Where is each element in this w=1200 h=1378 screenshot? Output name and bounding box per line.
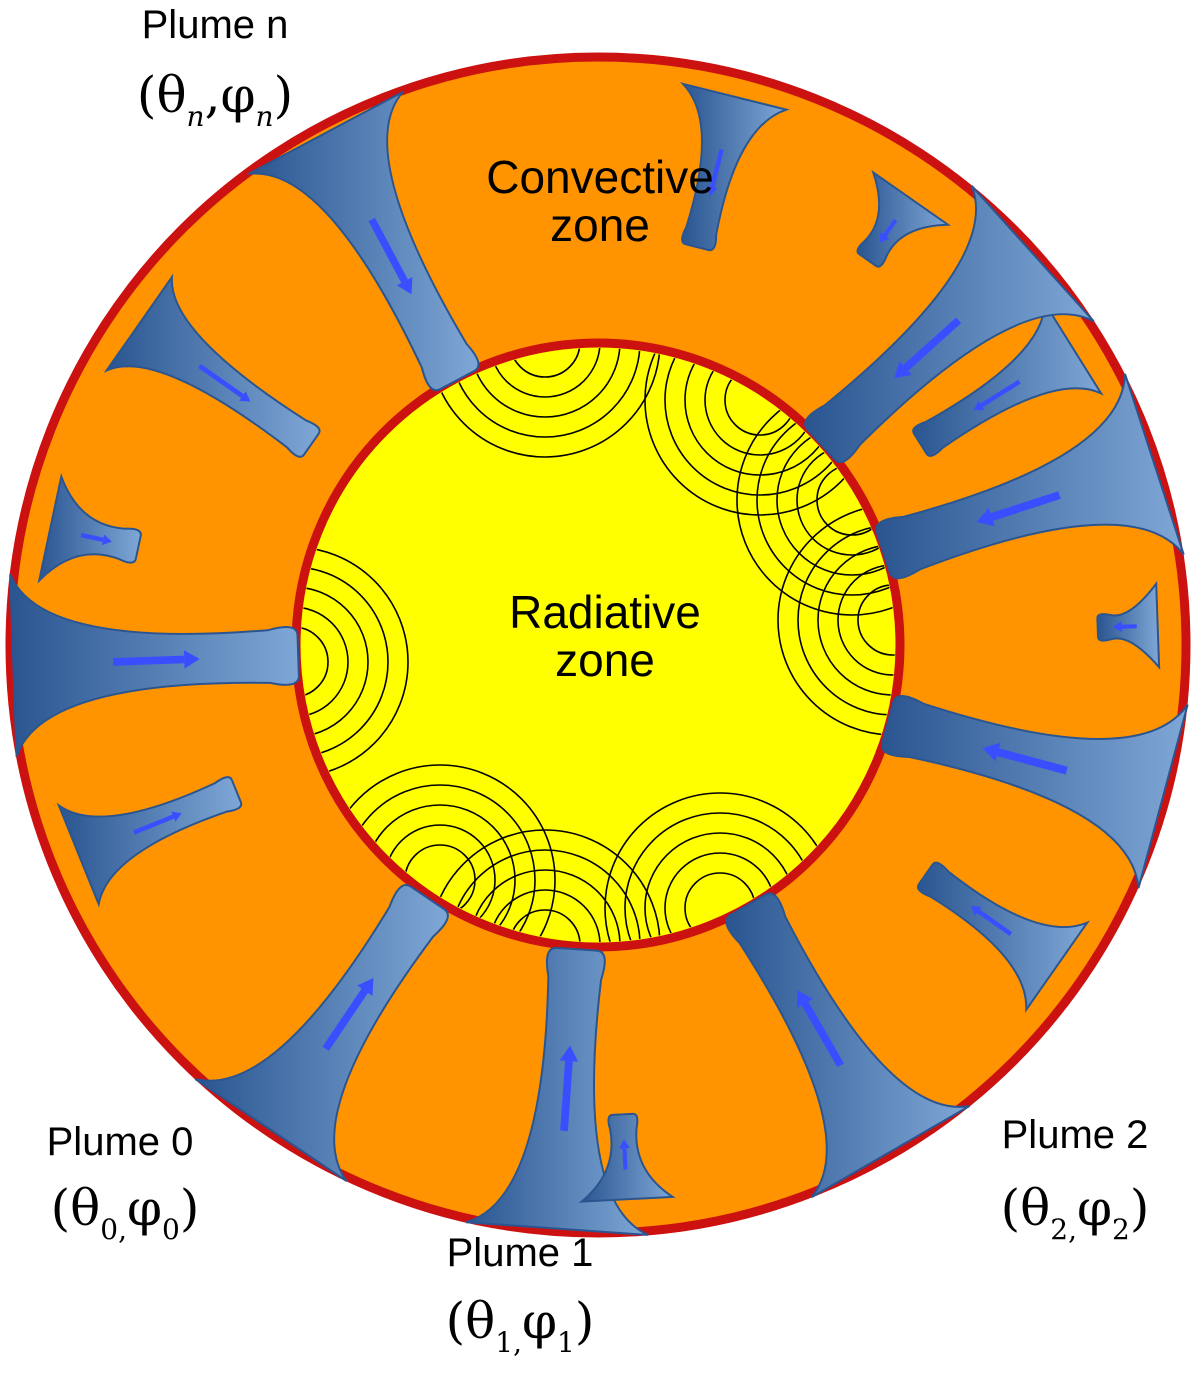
wave-front-arc [509,348,581,378]
plume [37,472,142,584]
plume [465,946,649,1236]
plume-0-label: Plume 0 [46,1120,194,1164]
flow-arrow-shaft [622,1148,628,1170]
plume [725,892,970,1199]
plumes [9,82,1189,1236]
radiative-zone-label-line1: Radiative [509,586,701,638]
flow-arrow-head [982,742,1001,762]
plume-0-coordinates: (θ0,φ0) [50,1179,200,1246]
wave-front-arc [469,348,621,418]
wave-front-arc [489,889,601,942]
flow-arrow-head [357,977,374,996]
wave-front-arc [449,348,641,438]
flow-arrow-head [706,185,718,196]
plume [875,373,1185,580]
plume-2-theta: θ [1020,1179,1051,1237]
plume-n-theta: θ [156,66,187,124]
flow-arrow-shaft [133,814,175,835]
plume-2-theta-sub: 2, [1050,1213,1077,1246]
flow-arrow-shaft [990,491,1061,521]
wave-front-arc [449,849,641,942]
plume-0-theta-sub: 0, [100,1213,127,1246]
convective-zone-label: Convective zone [455,153,745,250]
plume [578,1112,676,1203]
plume-2-phi: φ [1076,1179,1112,1237]
plume-n-theta-sub: n [186,100,205,133]
wave-front-arc [429,348,661,458]
plume [248,90,480,392]
radiative-zone-label: Radiative zone [470,588,740,685]
flow-arrow-head [879,232,890,243]
plume [9,573,300,757]
flow-arrow-shaft [322,988,369,1051]
flow-arrow-head [101,534,112,546]
radiative-zone-label-line2: zone [555,634,655,687]
wave-front-arc [301,626,329,698]
plume-1-coordinates: (θ1,φ1) [445,1292,595,1359]
flow-arrow-shaft [80,532,104,542]
plume [880,694,1189,889]
plume [103,273,321,458]
flow-arrow-shaft [560,1060,573,1132]
plume-1-phi-sub: 1 [557,1326,575,1359]
wave-front-arc [429,829,661,942]
plume-2-label: Plume 2 [1001,1113,1149,1157]
plume-0-phi-sub: 0 [162,1213,180,1246]
flow-arrow-shaft [368,217,408,283]
flow-arrow-head [894,361,912,379]
flow-arrow-head [970,905,982,916]
plume-1-label: Plume 1 [446,1231,594,1275]
flow-arrow-head [396,277,413,295]
flow-arrow-head [171,811,182,822]
wave-front-arc [301,546,409,778]
flow-arrow-head [559,1045,579,1062]
plume-2-phi-sub: 2 [1112,1213,1130,1246]
convective-zone-label-line2: zone [550,199,650,252]
flow-arrow-shaft [710,148,724,188]
plume-1-theta: θ [465,1292,496,1350]
wave-front-arc [489,348,601,398]
flow-arrow-head [976,507,995,527]
wave-front-arc [301,566,389,758]
plume-1-theta-sub: 1, [495,1326,522,1359]
wave-front-arc [301,586,369,738]
flow-arrow-head [1112,621,1122,633]
flow-arrow-shaft [996,748,1068,775]
plume-n-label: Plume n [141,3,289,47]
flow-arrow-shaft [801,1001,844,1068]
flow-arrow-shaft [198,363,244,399]
plume [194,884,449,1182]
flow-arrow-head [183,650,200,669]
flow-arrow-head [797,990,813,1009]
plume [679,82,790,252]
plume [912,299,1104,457]
plume-n-phi-sub: n [255,100,274,133]
plume-n-phi: φ [220,66,256,124]
plume-1-phi: φ [521,1292,557,1350]
wave-front-arc [509,909,581,942]
flow-arrow-head [239,391,251,402]
flow-arrow-shaft [980,379,1021,408]
plume-2-coordinates: (θ2,φ2) [1000,1179,1150,1246]
flow-arrow-shaft [903,317,962,371]
wave-front-arc [469,869,621,942]
flow-arrow-shaft [112,655,185,666]
plume-n-comma: , [204,66,221,124]
flow-arrow-shaft [883,218,898,237]
convective-zone-label-line1: Convective [486,151,714,203]
plume [856,169,952,268]
flow-arrow-head [973,400,985,411]
flow-arrow-shaft [976,909,1013,936]
plume-0-theta: θ [70,1179,101,1237]
plume-0-phi: φ [126,1179,162,1237]
plume-n-coordinates: (θn,φn) [136,66,294,133]
flow-arrow-head [618,1139,630,1149]
flow-arrow-shaft [1121,624,1137,629]
plume [916,861,1091,1014]
wave-front-arc [301,606,349,718]
plume [56,776,243,908]
